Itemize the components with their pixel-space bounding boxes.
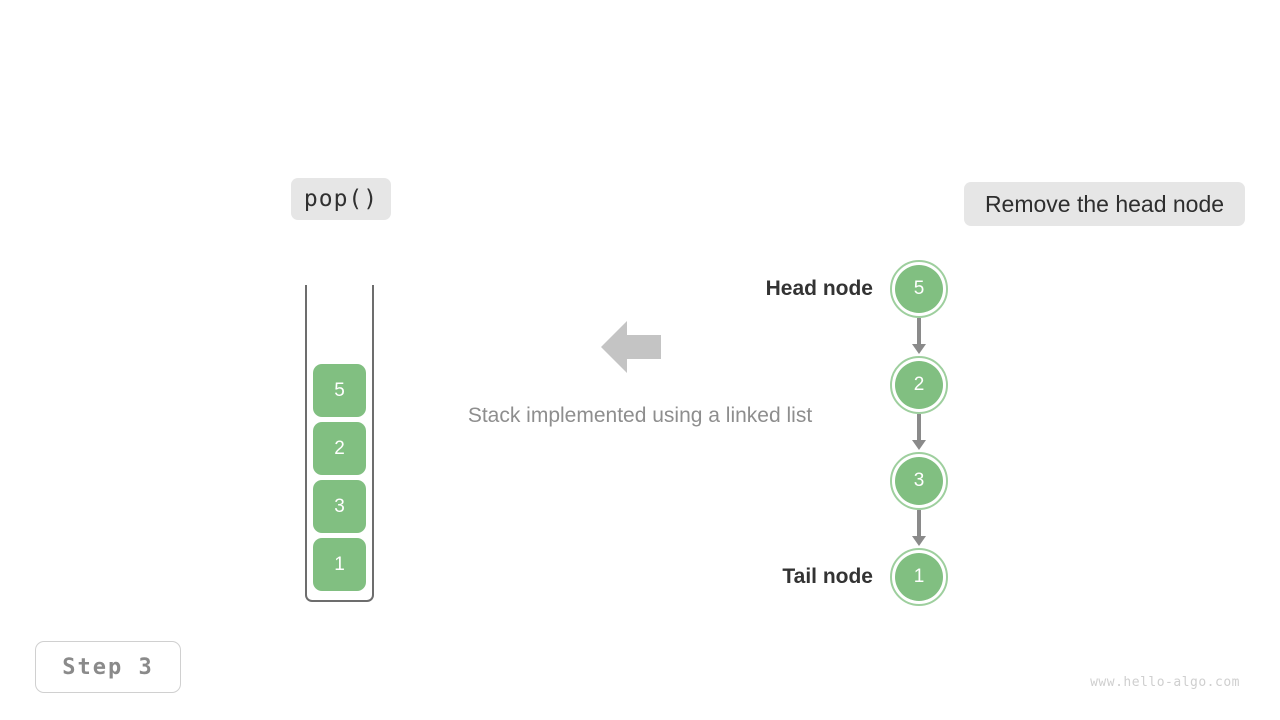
linked-list-node: 1	[890, 548, 948, 606]
linked-list-node: 5	[890, 260, 948, 318]
linked-list-diagram: 5 2 3 1	[890, 260, 950, 608]
step-badge: Step 3	[35, 641, 181, 693]
stack-container	[305, 285, 374, 602]
arrow-left-icon	[601, 321, 661, 373]
arrow-down-icon	[912, 344, 926, 354]
stack-cell: 1	[313, 538, 366, 591]
action-description-label: Remove the head node	[964, 182, 1245, 226]
head-node-label: Head node	[765, 277, 873, 300]
operation-label: pop()	[291, 178, 391, 220]
linked-list-connector	[917, 510, 921, 538]
stack-cell: 2	[313, 422, 366, 475]
caption-text-inner: Stack implemented using a linked list	[467, 404, 813, 427]
arrow-down-icon	[912, 536, 926, 546]
linked-list-node: 2	[890, 356, 948, 414]
arrow-down-icon	[912, 440, 926, 450]
stack-cell: 5	[313, 364, 366, 417]
linked-list-node-value: 1	[895, 553, 943, 601]
linked-list-node-value: 5	[895, 265, 943, 313]
linked-list-node-value: 2	[895, 361, 943, 409]
linked-list-connector	[917, 318, 921, 346]
linked-list-connector	[917, 414, 921, 442]
stack-cell: 3	[313, 480, 366, 533]
caption-text: Stack implemented using a linked list	[0, 404, 1280, 428]
linked-list-node-value: 3	[895, 457, 943, 505]
tail-node-label: Tail node	[782, 565, 873, 588]
watermark: www.hello-algo.com	[1090, 675, 1240, 690]
linked-list-node: 3	[890, 452, 948, 510]
